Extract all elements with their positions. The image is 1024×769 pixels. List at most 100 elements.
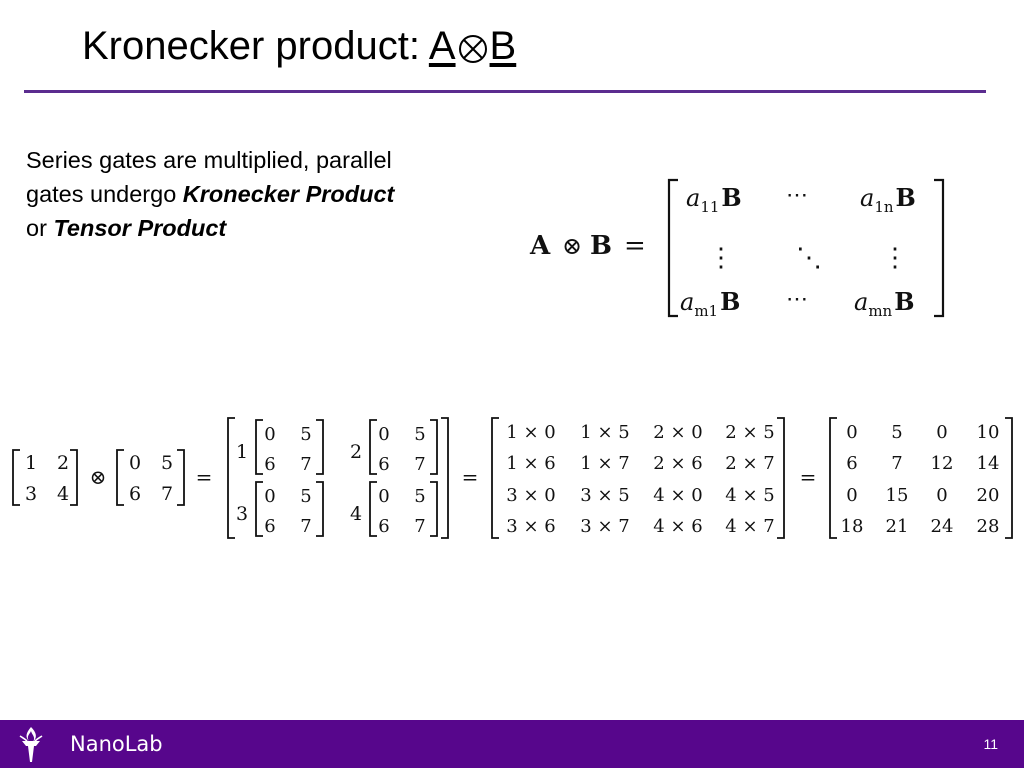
products-matrix-cell: 1 × 7 xyxy=(580,453,629,474)
result-matrix-cell: 0 xyxy=(846,422,857,443)
otimes-icon xyxy=(458,23,488,79)
definition-otimes: ⊗ xyxy=(562,232,582,260)
block-b-cell: 0 xyxy=(264,424,275,445)
block-b-right-bracket xyxy=(430,481,438,537)
definition-hdots-bottom: ⋯ xyxy=(786,287,808,312)
footer-bar: NanoLab 11 xyxy=(0,720,1024,768)
example-equals-2: = xyxy=(462,465,479,489)
result-matrix-cell: 18 xyxy=(841,516,864,537)
matrix-a-left-bracket xyxy=(12,449,20,506)
definition-entry-mn: amnB xyxy=(854,287,915,320)
products-matrix-left-bracket xyxy=(491,417,499,539)
block-b-cell: 0 xyxy=(378,424,389,445)
block-b-cell: 5 xyxy=(300,424,311,445)
block-b-right-bracket xyxy=(316,481,324,537)
kronecker-product-emphasis: Kronecker Product xyxy=(182,181,395,207)
block-b-cell: 6 xyxy=(378,516,389,537)
body-line-3-plain: or xyxy=(26,215,54,241)
body-line-1: Series gates are multiplied, parallel xyxy=(26,147,392,173)
matrix-a-cell: 3 xyxy=(25,483,37,505)
products-matrix-right-bracket xyxy=(777,417,785,539)
products-matrix-cell: 1 × 0 xyxy=(506,422,555,443)
body-line-3: or Tensor Product xyxy=(26,211,496,245)
tensor-product-emphasis: Tensor Product xyxy=(53,215,227,241)
definition-vdots-left: ⋮ xyxy=(708,243,734,273)
title-divider xyxy=(24,90,986,93)
matrix-b-right-bracket xyxy=(177,449,185,506)
result-matrix-cell: 10 xyxy=(977,422,1000,443)
definition-ddots: ⋱ xyxy=(796,243,822,273)
block-scalar: 3 xyxy=(236,503,248,525)
footer-brand: NanoLab xyxy=(70,732,163,756)
block-b-cell: 6 xyxy=(264,516,275,537)
matrix-b-cell: 7 xyxy=(161,483,173,505)
matrix-a-cell: 4 xyxy=(57,483,69,505)
definition-vdots-right: ⋮ xyxy=(882,243,908,273)
block-b-cell: 0 xyxy=(264,486,275,507)
result-matrix-right-bracket xyxy=(1005,417,1013,539)
block-scalar: 2 xyxy=(350,441,362,463)
matrix-a-cell: 2 xyxy=(57,452,69,474)
block-b-cell: 7 xyxy=(300,454,311,475)
products-matrix-cell: 3 × 0 xyxy=(506,485,555,506)
result-matrix-cell: 21 xyxy=(886,516,909,537)
block-matrix-left-bracket xyxy=(227,417,235,539)
block-b-cell: 7 xyxy=(414,454,425,475)
products-matrix-cell: 2 × 6 xyxy=(653,453,702,474)
result-matrix-cell: 5 xyxy=(891,422,902,443)
products-matrix-cell: 2 × 7 xyxy=(725,453,774,474)
body-line-2: gates undergo Kronecker Product xyxy=(26,177,496,211)
products-matrix-cell: 4 × 7 xyxy=(725,516,774,537)
torch-icon xyxy=(14,724,48,769)
body-line-2-plain: gates undergo xyxy=(26,181,183,207)
products-matrix-cell: 1 × 5 xyxy=(580,422,629,443)
products-matrix-cell: 4 × 5 xyxy=(725,485,774,506)
definition-equals: = xyxy=(624,231,646,261)
block-scalar: 1 xyxy=(236,441,248,463)
products-matrix-cell: 3 × 5 xyxy=(580,485,629,506)
products-matrix-cell: 2 × 5 xyxy=(725,422,774,443)
block-b-right-bracket xyxy=(430,419,438,475)
result-matrix-cell: 0 xyxy=(936,422,947,443)
definition-entry-11: a11B xyxy=(686,183,742,216)
products-matrix-cell: 1 × 6 xyxy=(506,453,555,474)
result-matrix-cell: 20 xyxy=(977,485,1000,506)
products-matrix-cell: 4 × 6 xyxy=(653,516,702,537)
example-equals-1: = xyxy=(196,465,213,489)
result-matrix-cell: 0 xyxy=(846,485,857,506)
block-b-cell: 0 xyxy=(378,486,389,507)
block-b-cell: 5 xyxy=(414,424,425,445)
block-b-right-bracket xyxy=(316,419,324,475)
block-b-cell: 7 xyxy=(414,516,425,537)
block-b-left-bracket xyxy=(369,419,377,475)
page-number: 11 xyxy=(983,736,998,752)
result-matrix-cell: 7 xyxy=(891,453,902,474)
matrix-b-cell: 0 xyxy=(129,452,141,474)
definition-lhs-a: A xyxy=(529,231,551,261)
definition-left-bracket xyxy=(667,178,678,318)
title-operand-a: A xyxy=(428,24,456,68)
block-b-left-bracket xyxy=(255,481,263,537)
result-matrix-cell: 6 xyxy=(846,453,857,474)
result-matrix-cell: 24 xyxy=(931,516,954,537)
block-b-cell: 5 xyxy=(300,486,311,507)
block-b-cell: 6 xyxy=(264,454,275,475)
example-otimes: ⊗ xyxy=(90,465,107,489)
block-b-cell: 7 xyxy=(300,516,311,537)
block-b-left-bracket xyxy=(255,419,263,475)
result-matrix-cell: 14 xyxy=(977,453,1000,474)
matrix-a-right-bracket xyxy=(70,449,78,506)
matrix-b-cell: 5 xyxy=(161,452,173,474)
result-matrix-left-bracket xyxy=(829,417,837,539)
body-text: Series gates are multiplied, parallel ga… xyxy=(26,143,496,245)
definition-hdots-top: ⋯ xyxy=(786,183,808,208)
result-matrix-cell: 15 xyxy=(886,485,909,506)
result-matrix-cell: 28 xyxy=(977,516,1000,537)
products-matrix-cell: 3 × 7 xyxy=(580,516,629,537)
products-matrix-cell: 3 × 6 xyxy=(506,516,555,537)
result-matrix-cell: 12 xyxy=(931,453,954,474)
matrix-b-left-bracket xyxy=(116,449,124,506)
